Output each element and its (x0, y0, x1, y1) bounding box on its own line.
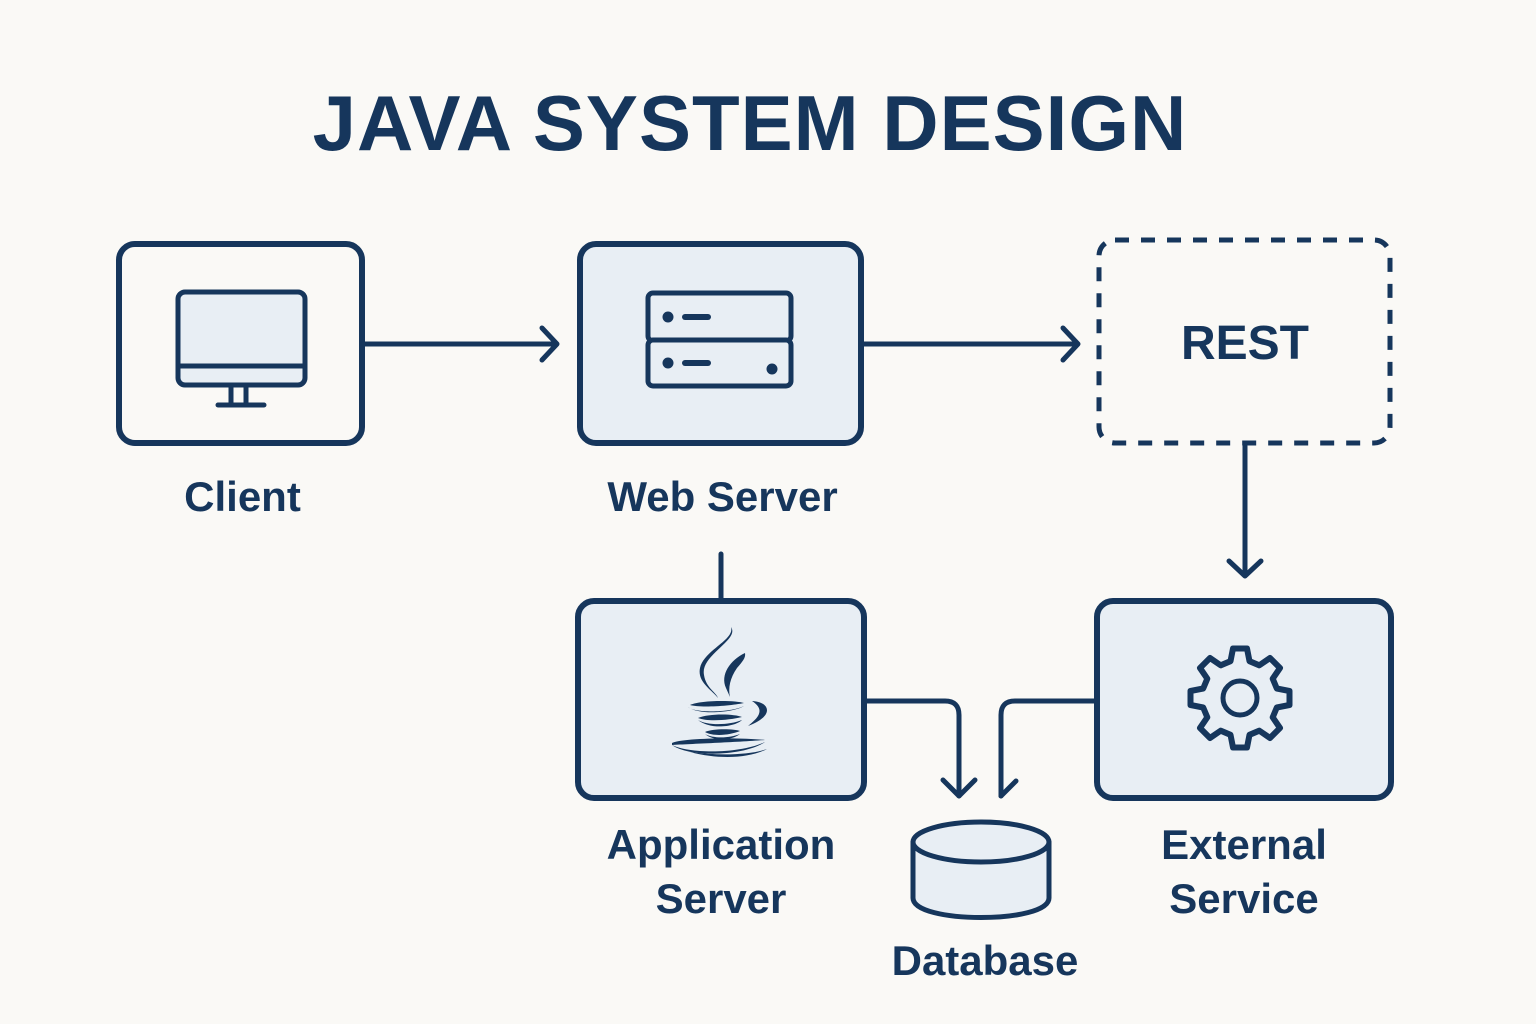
client-label: Client (184, 473, 301, 520)
app-server-label-line1: Application (606, 821, 836, 868)
monitor-icon (175, 289, 308, 408)
external-service-label-line2: Service (1169, 875, 1319, 922)
app-server-node[interactable] (575, 598, 867, 801)
java-cup-icon (672, 627, 767, 758)
app-server-label-line2: Server (655, 875, 787, 922)
edge-rest-to-external (1226, 443, 1264, 579)
diagram-title: JAVA SYSTEM DESIGN (312, 79, 1188, 167)
edge-webserver-to-rest (861, 325, 1081, 363)
external-service-label: External Service (1090, 818, 1398, 926)
rest-node[interactable] (1096, 237, 1393, 446)
database-label: Database (891, 937, 1079, 984)
server-rack-icon (645, 290, 794, 389)
database-node[interactable] (910, 819, 1052, 920)
external-service-label-line1: External (1161, 821, 1327, 868)
client-node[interactable] (116, 241, 365, 446)
web-server-label: Web Server (607, 473, 838, 520)
rest-label: REST (1180, 317, 1309, 370)
gear-icon (1187, 645, 1293, 751)
web-server-node[interactable] (577, 241, 864, 446)
edge-appserver-to-database (863, 698, 978, 799)
database-cylinder-icon (910, 819, 1052, 920)
app-server-label: Application Server (560, 818, 882, 926)
edge-external-to-database (998, 698, 1098, 799)
external-service-node[interactable] (1094, 598, 1394, 801)
edge-client-to-webserver (362, 325, 560, 363)
